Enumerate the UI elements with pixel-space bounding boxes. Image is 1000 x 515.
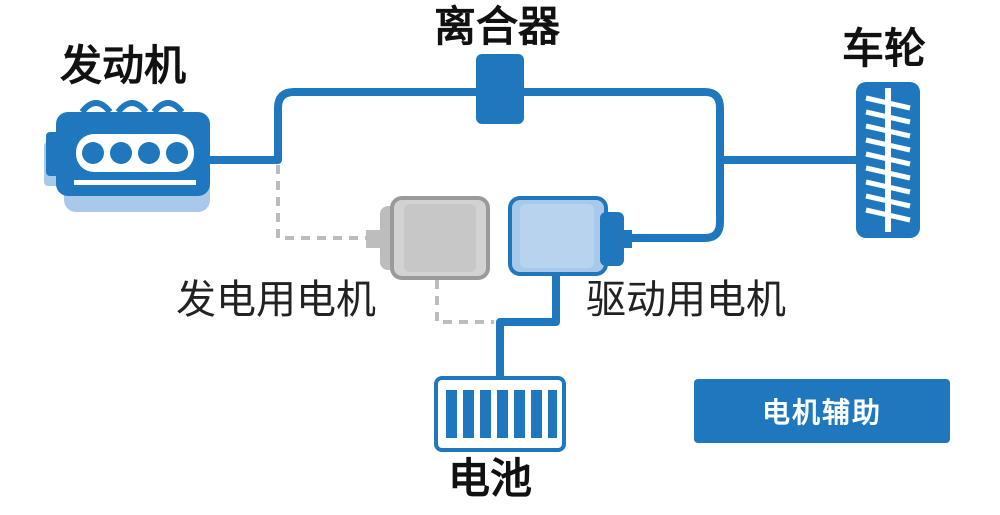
active-power-path — [206, 88, 862, 382]
generator-to-battery-dotted — [435, 280, 494, 324]
wheel-icon — [856, 82, 920, 238]
drive-motor-icon — [508, 196, 632, 276]
motor-to-axle-line — [624, 156, 724, 242]
drive-motor-label: 驱动用电机 — [586, 277, 786, 323]
generator-icon — [366, 196, 490, 280]
battery-icon — [434, 376, 566, 452]
battery-label: 电池 — [448, 454, 533, 503]
engine-to-clutch-line — [206, 88, 482, 164]
clutch-label: 离合器 — [434, 2, 561, 51]
engine-to-generator-dashed — [276, 165, 366, 240]
clutch-icon — [476, 54, 524, 124]
wheel-label: 车轮 — [842, 24, 927, 73]
mode-badge: 电机辅助 — [694, 379, 950, 443]
generator-label: 发电用电机 — [176, 277, 376, 323]
inactive-generator-path — [276, 165, 494, 324]
engine-icon — [44, 100, 210, 212]
clutch-to-wheel-line — [518, 88, 862, 164]
engine-label: 发动机 — [60, 41, 187, 90]
motor-to-battery-line — [496, 266, 560, 382]
